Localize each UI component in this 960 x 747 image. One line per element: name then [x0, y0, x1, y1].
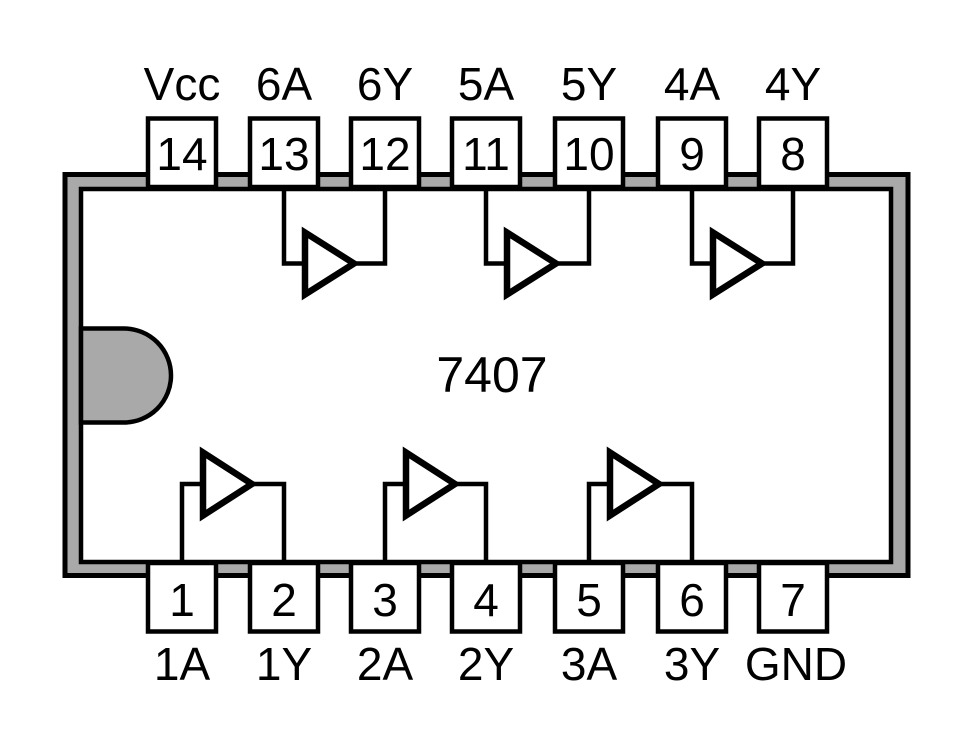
pin-box-3	[348, 560, 422, 634]
pin-box-1	[145, 560, 219, 634]
pin-number-14: 14	[156, 128, 207, 180]
pin-label-3y: 3Y	[664, 638, 720, 690]
orientation-notch-icon	[78, 326, 174, 425]
pin-label-2a: 2A	[357, 638, 414, 690]
pin-number-3: 3	[372, 574, 398, 626]
pin-label-1y: 1Y	[256, 638, 312, 690]
pin-label-vcc: Vcc	[144, 58, 221, 110]
pin-number-9: 9	[679, 128, 705, 180]
pin-number-11: 11	[462, 128, 510, 180]
pin-box-2	[247, 560, 321, 634]
buffer-gate-1-icon	[199, 446, 259, 522]
pin-box-7	[756, 560, 830, 634]
pin-box-14	[145, 116, 219, 190]
pin-box-5	[552, 560, 626, 634]
pin-number-6: 6	[679, 574, 705, 626]
part-number: 7407	[436, 347, 547, 403]
pin-number-4: 4	[473, 574, 499, 626]
pin-label-5a: 5A	[458, 58, 515, 110]
pin-number-12: 12	[359, 128, 410, 180]
pin-box-11	[449, 116, 523, 190]
pin-box-4	[449, 560, 523, 634]
pin-box-8	[756, 116, 830, 190]
pin-box-6	[655, 560, 729, 634]
pin-number-5: 5	[576, 574, 602, 626]
pin-box-13	[247, 116, 321, 190]
buffer-gate-2-icon	[402, 446, 462, 522]
pin-label-2y: 2Y	[458, 638, 514, 690]
pin-label-1a: 1A	[154, 638, 211, 690]
pin-box-10	[552, 116, 626, 190]
buffer-gate-5-icon	[503, 226, 563, 301]
pin-label-6y: 6Y	[357, 58, 413, 110]
pin-box-9	[655, 116, 729, 190]
pin-number-2: 2	[271, 574, 297, 626]
pin-label-5y: 5Y	[561, 58, 617, 110]
pin-label-3a: 3A	[561, 638, 618, 690]
pin-label-6a: 6A	[256, 58, 313, 110]
pin-number-8: 8	[780, 128, 806, 180]
pin-number-13: 13	[258, 128, 309, 180]
pin-number-7: 7	[780, 574, 806, 626]
pin-number-1: 1	[169, 574, 195, 626]
pin-label-4y: 4Y	[765, 58, 821, 110]
pin-box-12	[348, 116, 422, 190]
buffer-gate-3-icon	[606, 446, 666, 522]
pin-number-10: 10	[563, 128, 614, 180]
pin-label-4a: 4A	[664, 58, 721, 110]
buffer-gate-4-icon	[709, 226, 769, 301]
pin-label-gnd: GND	[745, 638, 847, 690]
buffer-gate-6-icon	[301, 226, 361, 301]
